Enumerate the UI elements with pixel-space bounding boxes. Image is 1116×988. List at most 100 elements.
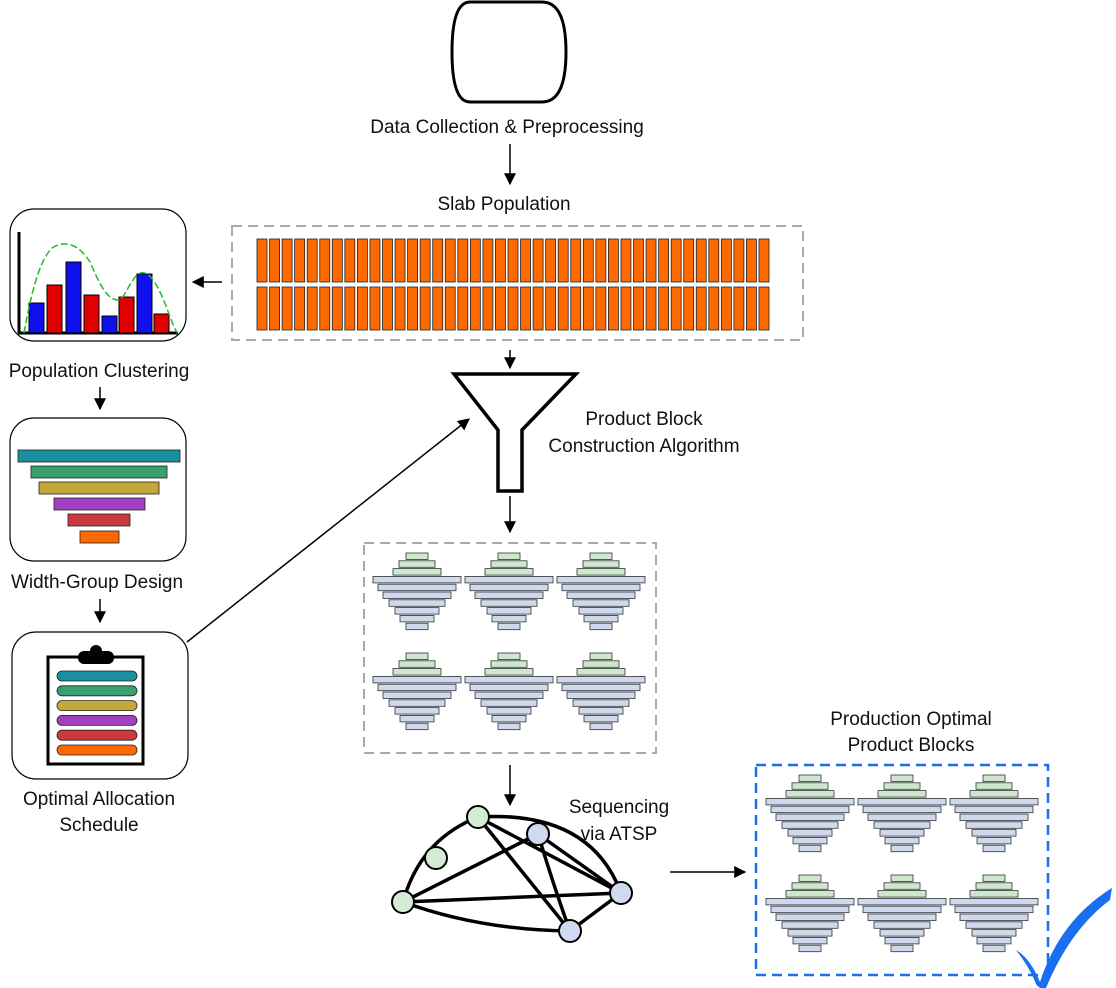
slab	[608, 238, 619, 283]
block-layer	[884, 837, 920, 845]
block-layer	[582, 660, 620, 668]
production-label-line1: Production Optimal	[830, 709, 992, 730]
block-layer	[798, 774, 822, 782]
block-layer	[765, 898, 855, 906]
slab	[545, 286, 557, 331]
slab	[419, 286, 431, 331]
histogram-bar	[118, 296, 135, 334]
histogram-bar	[153, 313, 170, 334]
slab	[294, 286, 306, 331]
population-clustering-label: Population Clustering	[9, 361, 190, 382]
block-layer	[469, 583, 549, 592]
width-group-design-label: Width-Group Design	[11, 572, 183, 593]
block-layer	[959, 913, 1029, 921]
block-layer	[399, 715, 435, 723]
block-layer	[877, 790, 927, 798]
block-layer	[578, 707, 624, 715]
slab	[733, 286, 745, 331]
slab	[557, 286, 569, 331]
width-group-layer	[38, 481, 160, 495]
width-group-layer	[17, 449, 181, 463]
block-layer	[464, 676, 554, 684]
slab	[281, 286, 293, 331]
block-layer	[971, 929, 1017, 937]
block-layer	[785, 790, 835, 798]
slab	[520, 286, 531, 331]
slab	[595, 286, 607, 331]
slab	[507, 286, 519, 331]
slab	[532, 238, 544, 283]
block-layer	[576, 568, 626, 576]
slab	[294, 238, 306, 283]
slab	[469, 286, 481, 331]
block-layer	[372, 676, 462, 684]
arrow-allocation-to-funnel	[186, 418, 470, 643]
block-layer	[770, 905, 850, 914]
block-layer	[469, 683, 549, 692]
slab	[306, 286, 318, 331]
block-layer	[382, 591, 452, 599]
slab	[595, 238, 607, 283]
slab	[557, 238, 569, 283]
block-layer	[556, 676, 646, 684]
slab	[520, 238, 531, 283]
block-layer	[589, 622, 613, 631]
block-layer	[873, 921, 931, 929]
block-layer	[791, 782, 829, 790]
block-layer	[890, 874, 914, 882]
slab	[633, 286, 644, 331]
slab	[444, 238, 456, 283]
block-layer	[890, 774, 914, 782]
pbc-label-line1: Product Block	[585, 409, 703, 430]
production-blocks-grid	[765, 774, 1039, 953]
block-layer	[394, 607, 440, 615]
slab	[469, 238, 481, 283]
block-layer	[877, 890, 927, 898]
slab	[570, 238, 582, 283]
slab	[746, 238, 757, 283]
block-layer	[890, 944, 914, 953]
block-layer	[490, 660, 528, 668]
slab	[620, 238, 632, 283]
block-layer	[982, 944, 1006, 953]
block-layer	[576, 668, 626, 676]
slab	[582, 286, 594, 331]
block-layer	[486, 707, 532, 715]
slab	[344, 238, 356, 283]
production-label-line2: Product Blocks	[848, 735, 975, 756]
slab	[457, 286, 469, 331]
block-layer	[879, 829, 925, 837]
histogram-bar	[28, 302, 45, 334]
clipboard-item	[56, 685, 138, 697]
block-layer	[971, 829, 1017, 837]
slab	[369, 238, 381, 283]
data-collection-label: Data Collection & Preprocessing	[370, 117, 644, 138]
block-layer	[561, 683, 641, 692]
slab	[356, 238, 368, 283]
block-layer	[770, 805, 850, 814]
block-layer	[969, 890, 1019, 898]
sequencing-label-line2: via ATSP	[581, 824, 658, 845]
database-icon	[450, 0, 568, 104]
block-layer	[965, 821, 1023, 829]
slab-population	[256, 238, 770, 331]
slab	[319, 286, 331, 331]
slab	[695, 286, 707, 331]
slab	[331, 238, 343, 283]
clipboard-item	[56, 670, 138, 682]
sequencing-label-line1: Sequencing	[569, 797, 669, 818]
block-layer	[556, 576, 646, 584]
block-layer	[890, 844, 914, 853]
block-layer	[787, 829, 833, 837]
slab	[645, 238, 657, 283]
slab	[256, 286, 268, 331]
slab	[382, 286, 393, 331]
production-blocks-box	[754, 763, 1050, 977]
block-layer	[582, 560, 620, 568]
block-layer	[405, 652, 429, 660]
block-layer	[491, 715, 527, 723]
slab	[382, 238, 393, 283]
clipboard-item	[56, 729, 138, 741]
slab	[482, 286, 494, 331]
block-layer	[976, 937, 1012, 945]
